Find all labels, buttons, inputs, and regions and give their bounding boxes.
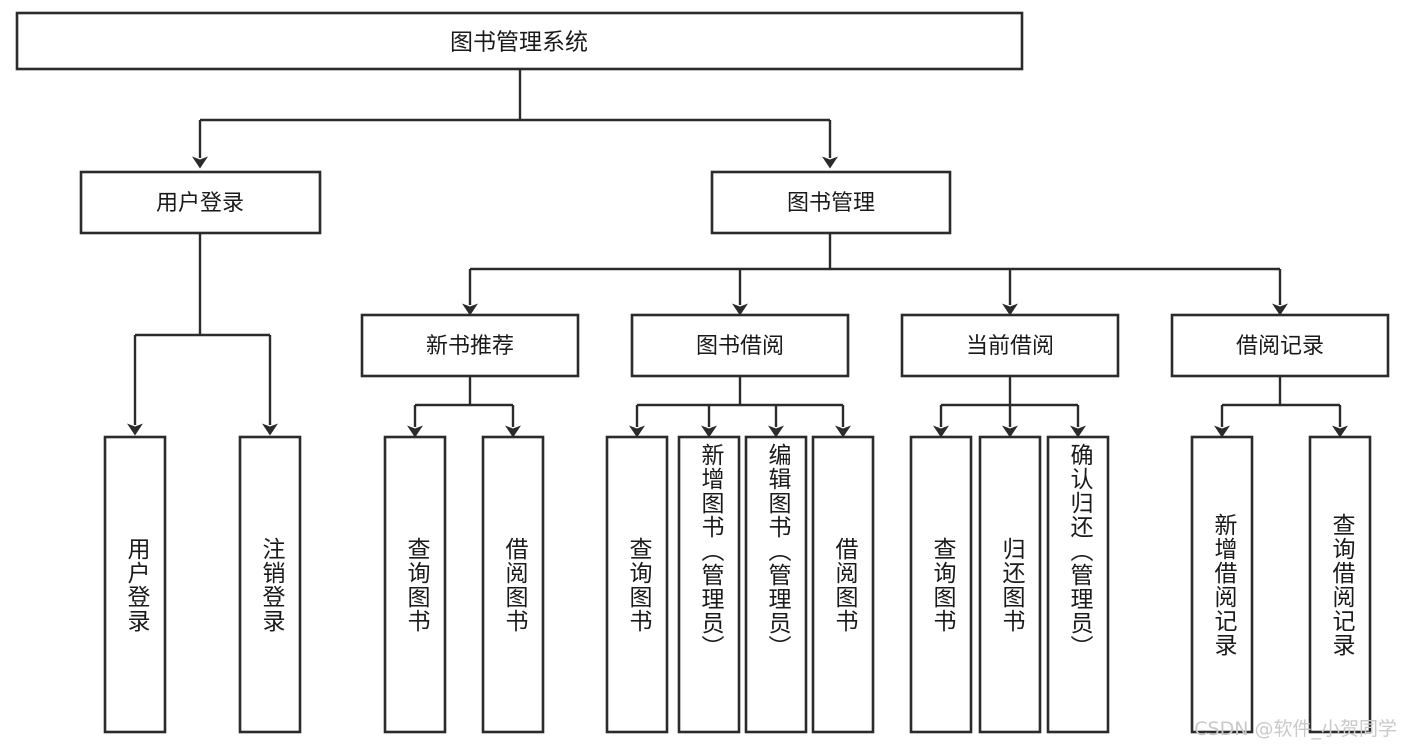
node-root[interactable]: 图书管理系统 [15, 11, 1024, 71]
leaf-box-return-book[interactable] [978, 435, 1042, 734]
node-user-login-label: 用户登录 [156, 191, 244, 216]
leaf-box-query-book-3[interactable] [909, 435, 973, 734]
node-borrow-record[interactable]: 借阅记录 [1170, 313, 1390, 378]
connector-userlogin-to-leaves [127, 233, 278, 436]
connector-root-to-level2 [192, 69, 838, 169]
node-book-manage[interactable]: 图书管理 [710, 170, 952, 235]
node-new-book-recommend[interactable]: 新书推荐 [360, 313, 580, 378]
leaf-box-add-record[interactable] [1190, 435, 1254, 734]
leaf-box-add-book[interactable] [677, 435, 741, 734]
connector-bookmanage-to-level3 [462, 233, 1288, 316]
leaf-box-query-book-1[interactable] [383, 435, 447, 734]
node-current-borrow-label: 当前借阅 [966, 334, 1054, 359]
leaf-box-query-record[interactable] [1308, 435, 1372, 734]
node-root-label: 图书管理系统 [450, 30, 588, 56]
connector-newbook-to-leaves [407, 376, 521, 438]
connector-borrowrecord-to-leaves [1214, 376, 1348, 438]
leaf-box-borrow-book-1[interactable] [481, 435, 545, 734]
leaf-box-borrow-book-2[interactable] [811, 435, 875, 734]
leaf-box-user-login[interactable] [103, 435, 167, 734]
node-book-borrow[interactable]: 图书借阅 [630, 313, 850, 378]
connector-currentborrow-to-leaves [933, 376, 1086, 438]
leaf-box-confirm-return[interactable] [1046, 435, 1110, 734]
node-book-manage-label: 图书管理 [787, 191, 875, 216]
leaf-box-logout[interactable] [238, 435, 302, 734]
node-borrow-record-label: 借阅记录 [1236, 334, 1324, 359]
node-book-borrow-label: 图书借阅 [696, 334, 784, 359]
connector-bookborrow-to-leaves [629, 376, 851, 438]
node-user-login[interactable]: 用户登录 [79, 170, 322, 235]
node-new-book-recommend-label: 新书推荐 [426, 334, 514, 359]
node-current-borrow[interactable]: 当前借阅 [900, 313, 1120, 378]
leaf-box-query-book-2[interactable] [605, 435, 669, 734]
leaf-box-edit-book[interactable] [744, 435, 808, 734]
